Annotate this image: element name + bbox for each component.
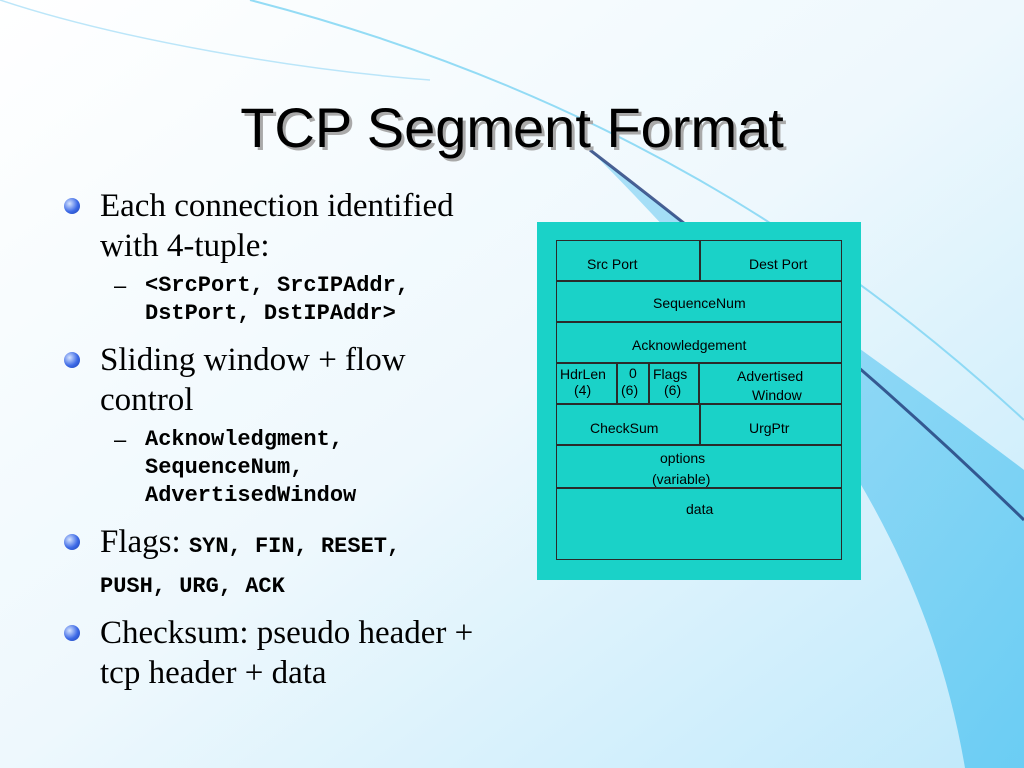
sub-bullet-text: DstPort, DstIPAddr>: [145, 301, 396, 326]
tcp-header-diagram: Src Port Dest Port SequenceNum Acknowled…: [537, 222, 861, 580]
reserved-field: 0 (6): [616, 362, 650, 405]
hdrlen-bits: (4): [574, 382, 592, 398]
src-port-field: Src Port: [556, 240, 701, 282]
bullet-item: Each connection identified with 4-tuple:: [62, 186, 562, 266]
bullet-icon: [64, 625, 80, 641]
advertised-window-field: Advertised Window: [698, 362, 842, 405]
bullet-item: Sliding window + flow control: [62, 340, 562, 420]
urgptr-label: UrgPtr: [749, 420, 790, 436]
dest-port-label: Dest Port: [749, 256, 808, 272]
checksum-label: CheckSum: [590, 420, 659, 436]
window-label: Window: [752, 387, 802, 403]
options-variable-label: (variable): [652, 471, 711, 487]
data-label: data: [686, 501, 714, 517]
advertised-label: Advertised: [737, 368, 804, 384]
sub-bullet-text: AdvertisedWindow: [145, 483, 357, 508]
acknowledgement-label: Acknowledgement: [632, 337, 747, 353]
sub-bullet-text: SequenceNum,: [145, 455, 304, 480]
sub-bullet-item: – Acknowledgment, SequenceNum, Advertise…: [62, 426, 562, 510]
bullet-text: Flags: SYN, FIN, RESET,: [100, 522, 562, 567]
sub-bullet-text: <SrcPort, SrcIPAddr,: [145, 273, 410, 298]
options-label: options: [660, 450, 706, 466]
dest-port-field: Dest Port: [699, 240, 842, 282]
sub-bullet-text: Acknowledgment,: [145, 427, 344, 452]
options-field: options (variable): [556, 444, 842, 489]
reserved-label: 0: [629, 365, 637, 381]
urgptr-field: UrgPtr: [699, 403, 842, 446]
src-port-label: Src Port: [587, 256, 638, 272]
bullet-text-label: Flags:: [100, 524, 189, 560]
bullet-item: Flags: SYN, FIN, RESET, PUSH, URG, ACK: [62, 522, 562, 607]
flags-label: Flags: [653, 366, 688, 382]
bullet-icon: [64, 352, 80, 368]
reserved-bits: (6): [621, 382, 639, 398]
sub-bullet-item: – <SrcPort, SrcIPAddr, DstPort, DstIPAdd…: [62, 272, 562, 328]
checksum-field: CheckSum: [556, 403, 701, 446]
flags-bits: (6): [664, 382, 682, 398]
bullet-icon: [64, 198, 80, 214]
flags-field: Flags (6): [648, 362, 700, 405]
bullet-text: Each connection identified: [100, 188, 454, 224]
hdrlen-field: HdrLen (4): [556, 362, 618, 405]
bullet-text: tcp header + data: [100, 655, 327, 691]
dash-icon: –: [114, 427, 127, 452]
bullet-item: Checksum: pseudo header + tcp header + d…: [62, 613, 562, 693]
sequence-num-label: SequenceNum: [653, 295, 746, 311]
bullet-text: Sliding window + flow: [100, 342, 406, 378]
bullet-icon: [64, 534, 80, 550]
bullet-text: Checksum: pseudo header +: [100, 615, 474, 651]
bullet-text: control: [100, 382, 194, 418]
flags-code: SYN, FIN, RESET,: [188, 534, 401, 559]
acknowledgement-field: Acknowledgement: [556, 321, 842, 364]
sequence-num-field: SequenceNum: [556, 280, 842, 323]
bullet-list: Each connection identified with 4-tuple:…: [62, 186, 562, 693]
hdrlen-label: HdrLen: [560, 366, 606, 382]
data-field: data: [556, 487, 842, 560]
dash-icon: –: [114, 273, 127, 298]
bullet-text: with 4-tuple:: [100, 228, 270, 264]
slide-title: TCP Segment Format: [240, 96, 784, 159]
flags-code: PUSH, URG, ACK: [100, 574, 285, 599]
